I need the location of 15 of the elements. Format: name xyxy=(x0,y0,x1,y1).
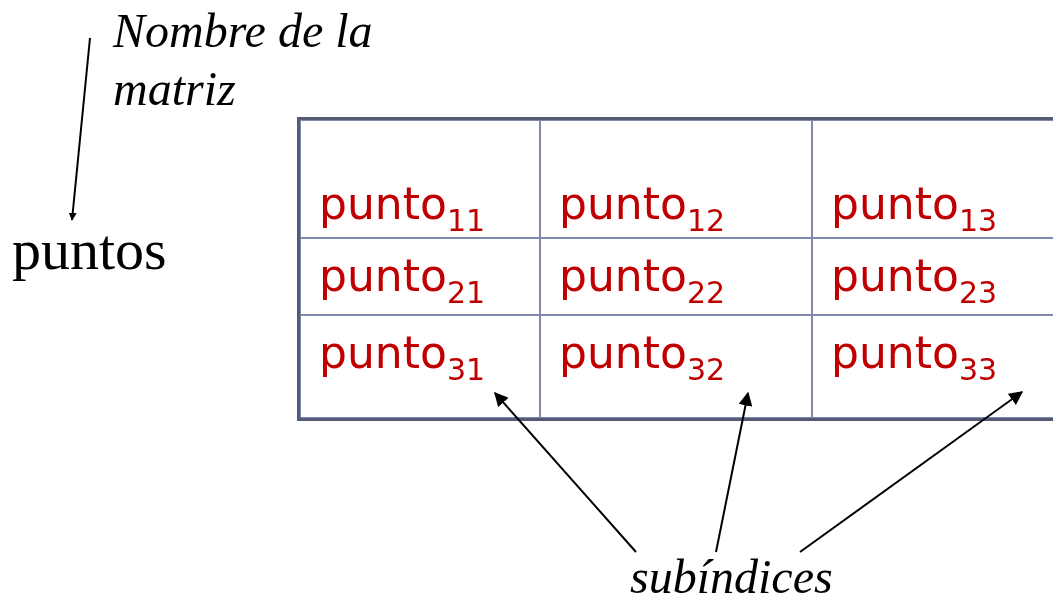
table-cell: punto$_{22}$ xyxy=(540,238,812,315)
table-cell: punto$_{21}$ xyxy=(300,238,540,315)
table-cell: punto$_{23}$ xyxy=(812,238,1053,315)
subscripts-label: subíndices xyxy=(630,548,890,600)
leader-line xyxy=(494,391,637,553)
leader-line xyxy=(68,37,91,221)
table-cell: punto$_{12}$ xyxy=(540,120,812,238)
table-cell: punto$_{33}$ xyxy=(812,315,1053,418)
leader-line xyxy=(799,391,1024,553)
matrix-name: puntos xyxy=(12,218,212,282)
table-cell: punto$_{32}$ xyxy=(540,315,812,418)
leader-line xyxy=(715,391,753,553)
table-cell: punto$_{11}$ xyxy=(300,120,540,238)
table-cell: punto$_{31}$ xyxy=(300,315,540,418)
table-cell: punto$_{13}$ xyxy=(812,120,1053,238)
